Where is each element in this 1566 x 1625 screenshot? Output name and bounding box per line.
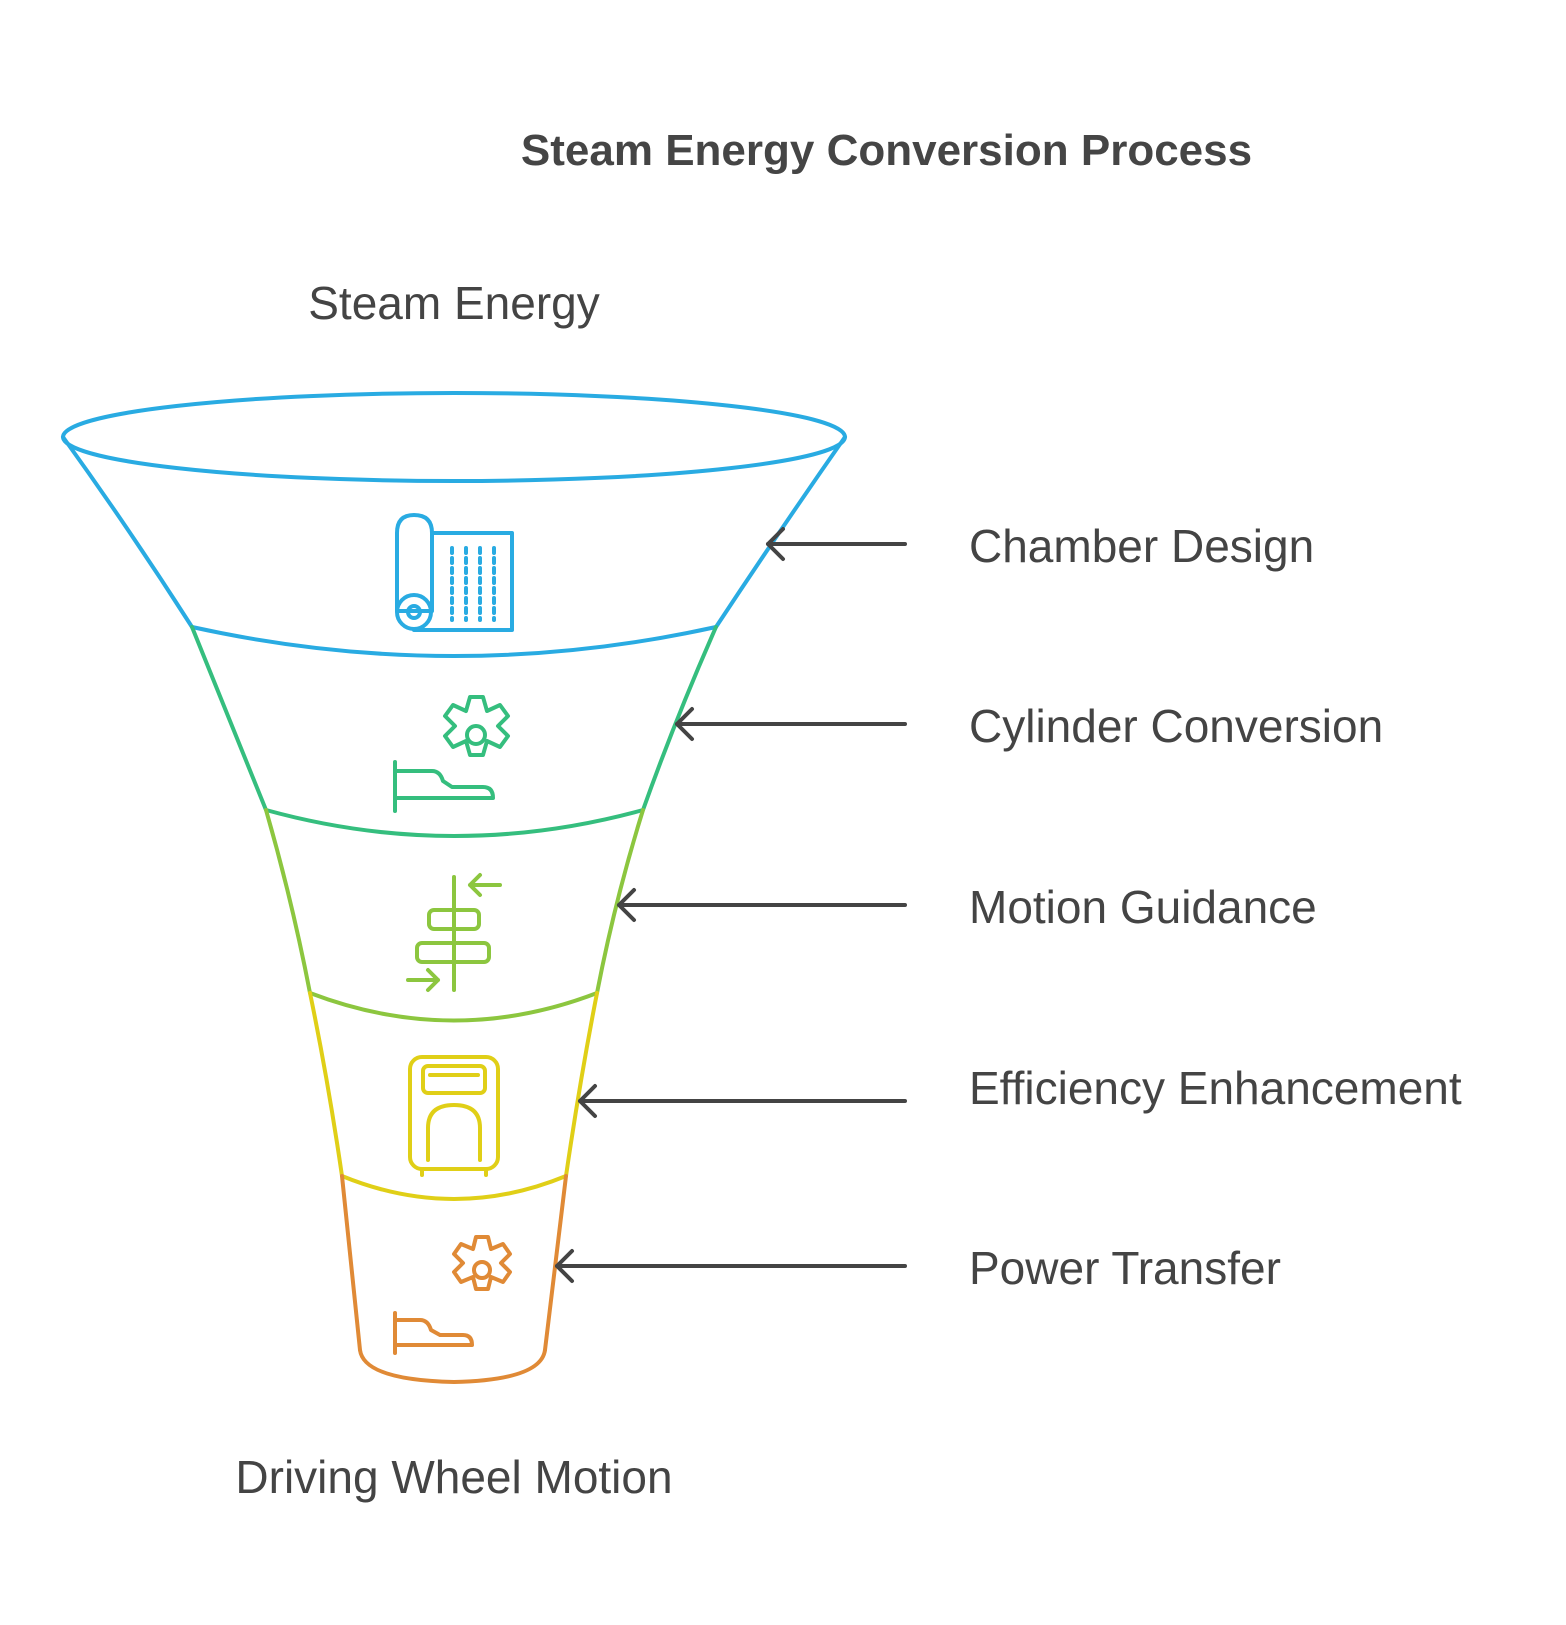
funnel-stage-bottom-edge	[191, 625, 717, 658]
funnel-input-label: Steam Energy	[308, 277, 600, 329]
diagram-title: Steam Energy Conversion Process	[520, 126, 1253, 175]
arrow-cylinder-conversion	[675, 707, 907, 741]
funnel-bottom	[358, 1349, 547, 1385]
stage-arrows	[555, 527, 907, 1283]
stage-label-chamber-design: Chamber Design	[969, 520, 1315, 572]
funnel-output-label: Driving Wheel Motion	[235, 1451, 673, 1503]
gear-hand-icon	[393, 1235, 512, 1355]
arrow-power-transfer	[555, 1249, 907, 1283]
blueprint-icon	[395, 513, 514, 632]
gear-hand-icon	[393, 695, 510, 813]
funnel-stage-motion-guidance	[264, 808, 645, 1023]
stage-label-cylinder-conversion: Cylinder Conversion	[969, 700, 1384, 752]
funnel-stage-efficiency-enhancement	[308, 991, 599, 1201]
air-conditioner-icon	[408, 1055, 500, 1177]
funnel-stage-bottom-edge	[341, 1174, 567, 1201]
funnel-stage-cylinder-conversion	[190, 625, 718, 838]
funnel-stage-bottom-edge	[309, 991, 598, 1023]
funnel-rim	[61, 391, 847, 483]
funnel-stage-chamber-design	[61, 391, 847, 658]
funnel-stage-power-transfer	[340, 1174, 568, 1385]
funnel-stage-outline	[308, 991, 599, 1178]
funnel-stage-outline	[264, 808, 645, 995]
arrow-chamber-design	[766, 527, 907, 561]
funnel-stage-bottom-edge	[265, 808, 644, 838]
arrow-motion-guidance	[617, 888, 907, 922]
align-arrows-icon	[406, 873, 502, 992]
stage-label-power-transfer: Power Transfer	[969, 1242, 1281, 1294]
funnel-stage-outline	[190, 625, 718, 812]
arrow-efficiency-enhancement	[578, 1084, 907, 1118]
stage-label-motion-guidance: Motion Guidance	[969, 881, 1317, 933]
funnel-stage-outline	[340, 1174, 568, 1352]
stage-label-efficiency-enhancement: Efficiency Enhancement	[969, 1062, 1462, 1114]
